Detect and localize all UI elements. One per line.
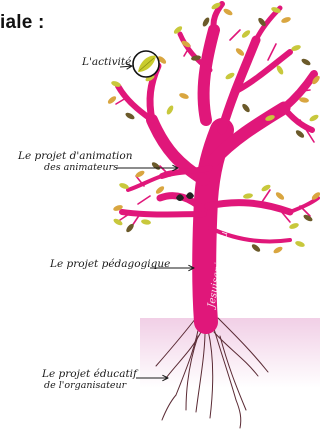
- label-pedagogique-text: Le projet pédagogique: [50, 258, 170, 270]
- label-projet-animation: Le projet d'animation des animateurs: [18, 150, 132, 174]
- label-projet-pedagogique: Le projet pédagogique: [50, 258, 170, 270]
- label-animation-line2: des animateurs: [18, 162, 132, 174]
- label-activite-text: L'activité: [82, 56, 131, 68]
- label-educatif-line2: de l'organisateur: [42, 380, 137, 392]
- page-title: iale :: [0, 12, 45, 34]
- label-educatif-line1: Le projet éducatif: [42, 368, 137, 380]
- label-animation-line1: Le projet d'animation: [18, 150, 132, 162]
- label-activite: L'activité: [82, 56, 131, 68]
- label-projet-educatif: Le projet éducatif de l'organisateur: [42, 368, 137, 392]
